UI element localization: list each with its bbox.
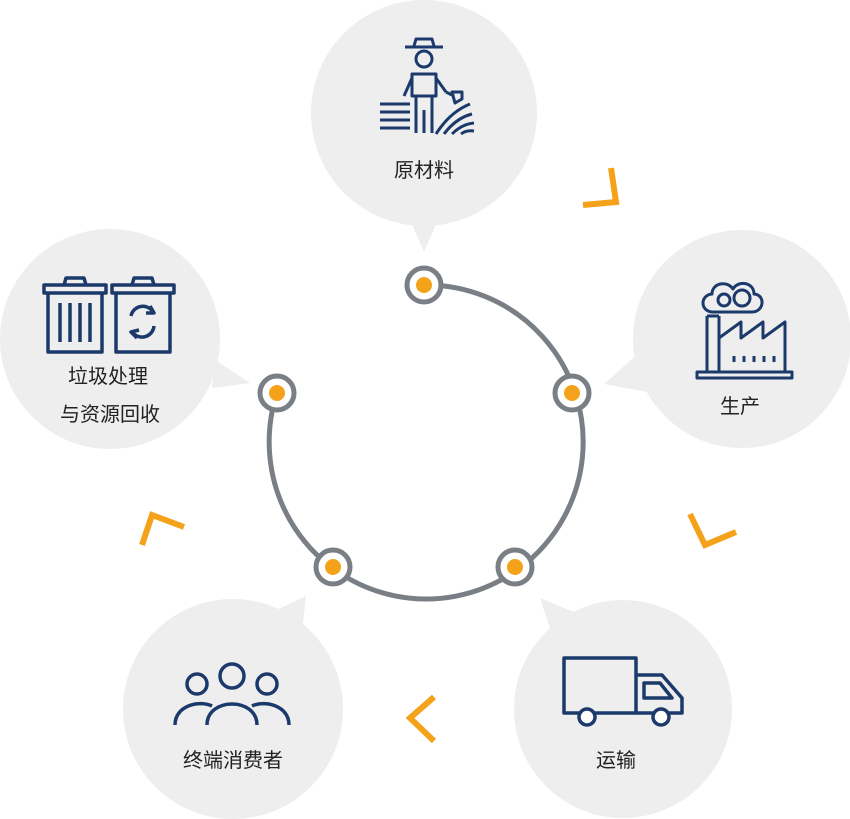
bubble-transport bbox=[514, 598, 732, 818]
factory-icon bbox=[695, 281, 794, 380]
bubble-consumer bbox=[123, 596, 343, 819]
node-production bbox=[552, 373, 592, 413]
label-transport: 运输 bbox=[596, 748, 636, 772]
cycle-ring bbox=[266, 282, 586, 602]
arrow-to-production bbox=[582, 167, 620, 208]
node-raw-material bbox=[404, 265, 444, 305]
node-recycling bbox=[257, 373, 297, 413]
node-consumer bbox=[313, 547, 353, 587]
truck-icon bbox=[562, 656, 684, 727]
arrow-to-recycling bbox=[139, 511, 186, 546]
farmer-icon bbox=[380, 37, 475, 136]
label-raw-material: 原材料 bbox=[394, 158, 454, 182]
label-recycling-line1: 垃圾处理 bbox=[68, 364, 148, 388]
arrow-to-transport bbox=[687, 512, 738, 549]
arrow-to-consumer bbox=[405, 694, 437, 744]
label-consumer: 终端消费者 bbox=[183, 748, 283, 772]
people-icon bbox=[173, 662, 291, 726]
node-transport bbox=[495, 547, 535, 587]
recycle-bins-icon bbox=[42, 276, 176, 354]
label-production: 生产 bbox=[720, 394, 760, 418]
label-recycling-line2: 与资源回收 bbox=[60, 402, 160, 426]
